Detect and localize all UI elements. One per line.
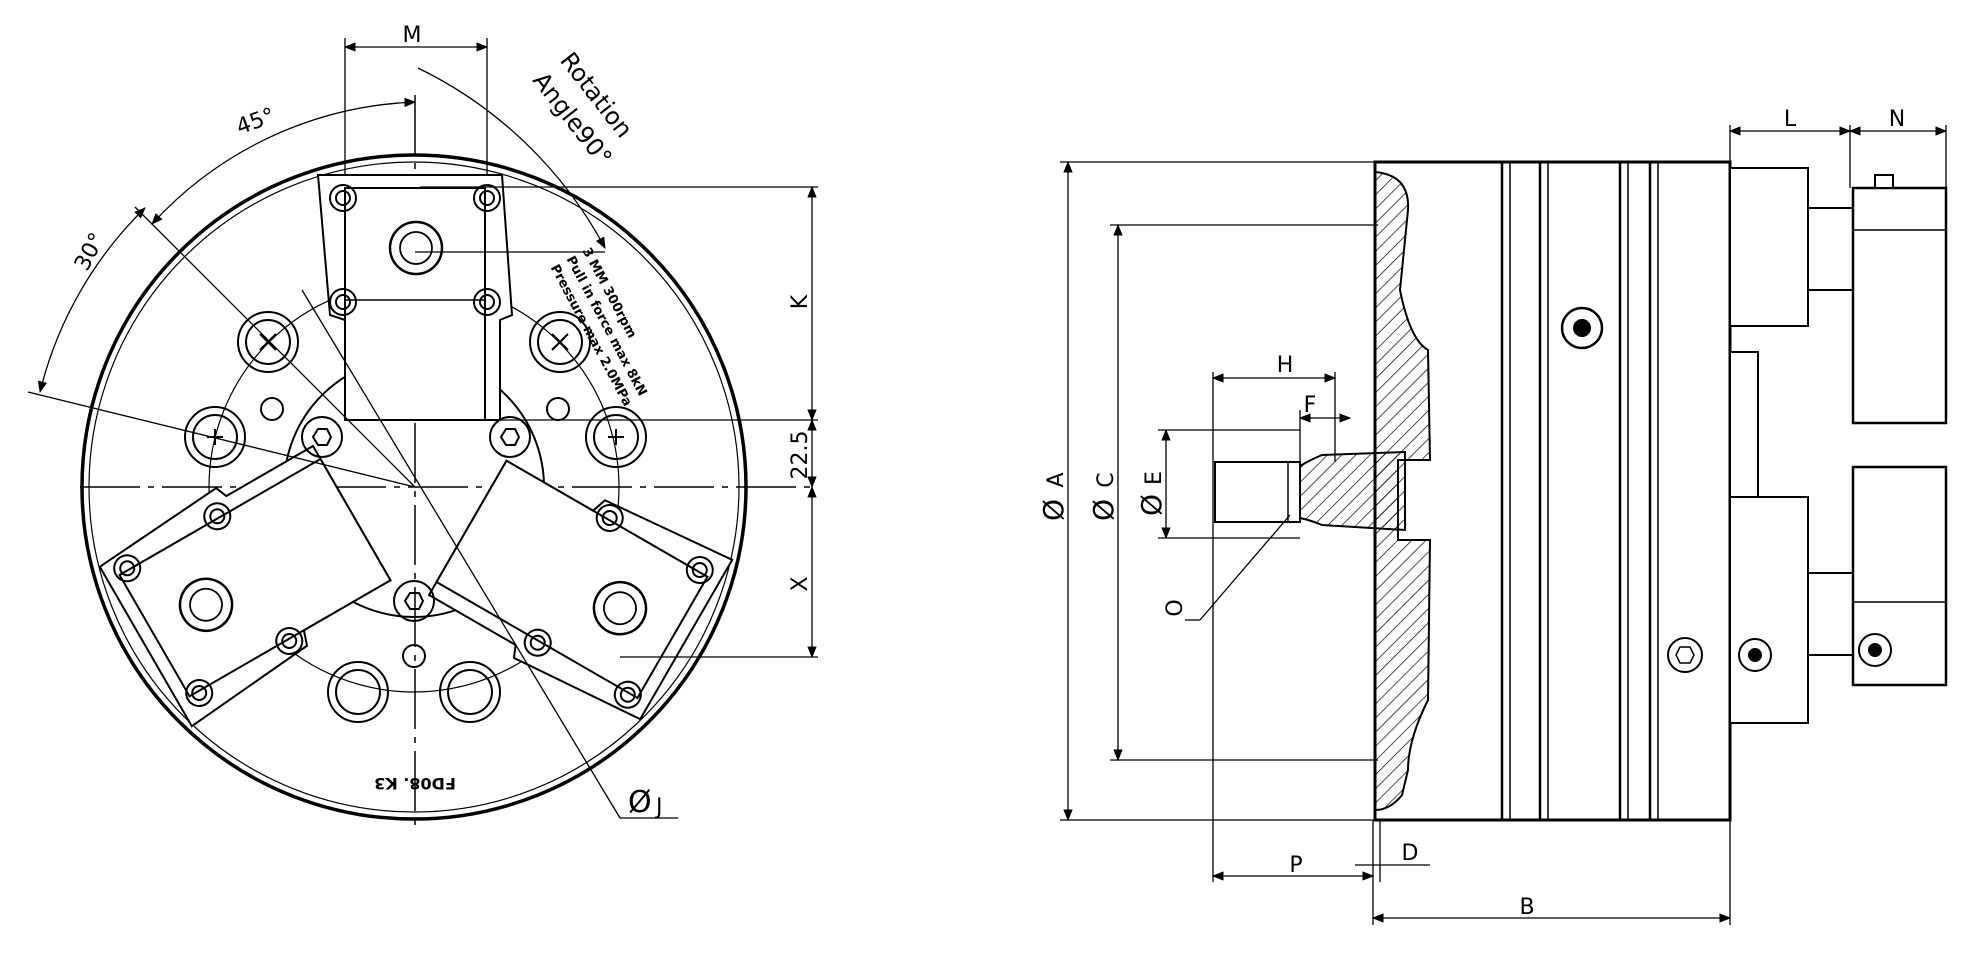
label-X: X	[788, 576, 813, 591]
label-dia-J-letter: J	[654, 795, 663, 820]
label-L: L	[1784, 107, 1797, 132]
side-screw-upper	[1560, 306, 1604, 350]
label-dia-A-letter: A	[1044, 472, 1069, 487]
section-flange	[1374, 170, 1432, 812]
side-screw-lower	[1667, 637, 1703, 673]
hex-sockets	[301, 416, 531, 622]
pull-stud	[1299, 450, 1406, 532]
label-O: O	[1163, 599, 1188, 616]
dia-J-leader	[301, 289, 621, 819]
top-jaw	[316, 174, 514, 421]
engraved-specs: 3 MM 300rpm Pull in force max 8kN Pressu…	[547, 245, 650, 409]
mounting-holes	[184, 311, 647, 723]
lower-left-jaw	[98, 444, 392, 728]
label-dia-E-letter: E	[1142, 471, 1167, 485]
label-dia-A-symbol: Ø	[1037, 499, 1070, 521]
label-dia-E-symbol: Ø	[1135, 494, 1168, 516]
side-jaw-upper	[1729, 167, 1948, 425]
label-P: P	[1289, 853, 1302, 878]
label-K: K	[788, 294, 813, 309]
front-view: 3 MM 300rpm Pull in force max 8kN Pressu…	[27, 38, 818, 830]
angle-arc-30	[37, 207, 146, 394]
label-22-5: 22.5	[788, 431, 813, 480]
side-view	[1060, 125, 1948, 925]
label-B: B	[1519, 895, 1534, 920]
label-45-degrees: 45°	[233, 103, 278, 140]
pull-stud-tip	[1214, 461, 1301, 523]
label-F: F	[1304, 393, 1317, 418]
label-H: H	[1277, 353, 1294, 378]
label-dia-C-symbol: Ø	[1087, 499, 1120, 521]
label-30-degrees: 30°	[70, 229, 110, 275]
angle-arc-45	[151, 97, 417, 225]
lower-right-jaw	[427, 459, 734, 721]
engraving-brand: FD08. K3	[374, 774, 456, 793]
dim-O-leader	[1199, 514, 1291, 621]
side-body	[1373, 160, 1732, 822]
label-M: M	[403, 23, 422, 48]
label-N: N	[1889, 107, 1905, 132]
label-dia-J-symbol: Ø	[628, 785, 652, 820]
label-D: D	[1402, 841, 1419, 866]
side-jaw-lower	[1729, 465, 1948, 724]
rotation-arc	[417, 67, 606, 250]
label-dia-C-letter: C	[1094, 472, 1119, 487]
